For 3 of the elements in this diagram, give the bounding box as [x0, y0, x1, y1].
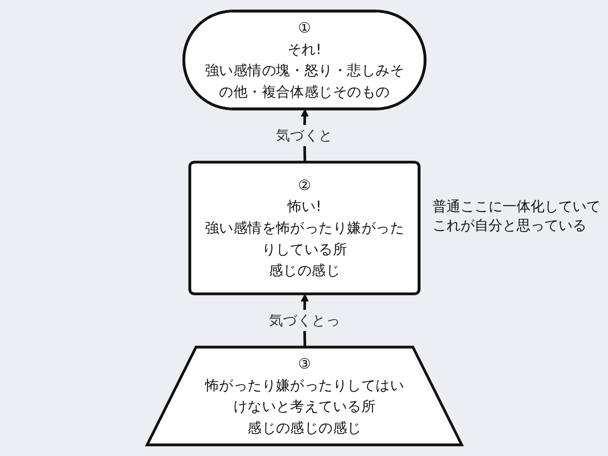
node-caption: 普通ここに一体化していてこれが自分と思っている [432, 198, 602, 236]
edge-label: 気づくと [276, 126, 332, 144]
edge-label: 気づくとっ [268, 312, 340, 328]
